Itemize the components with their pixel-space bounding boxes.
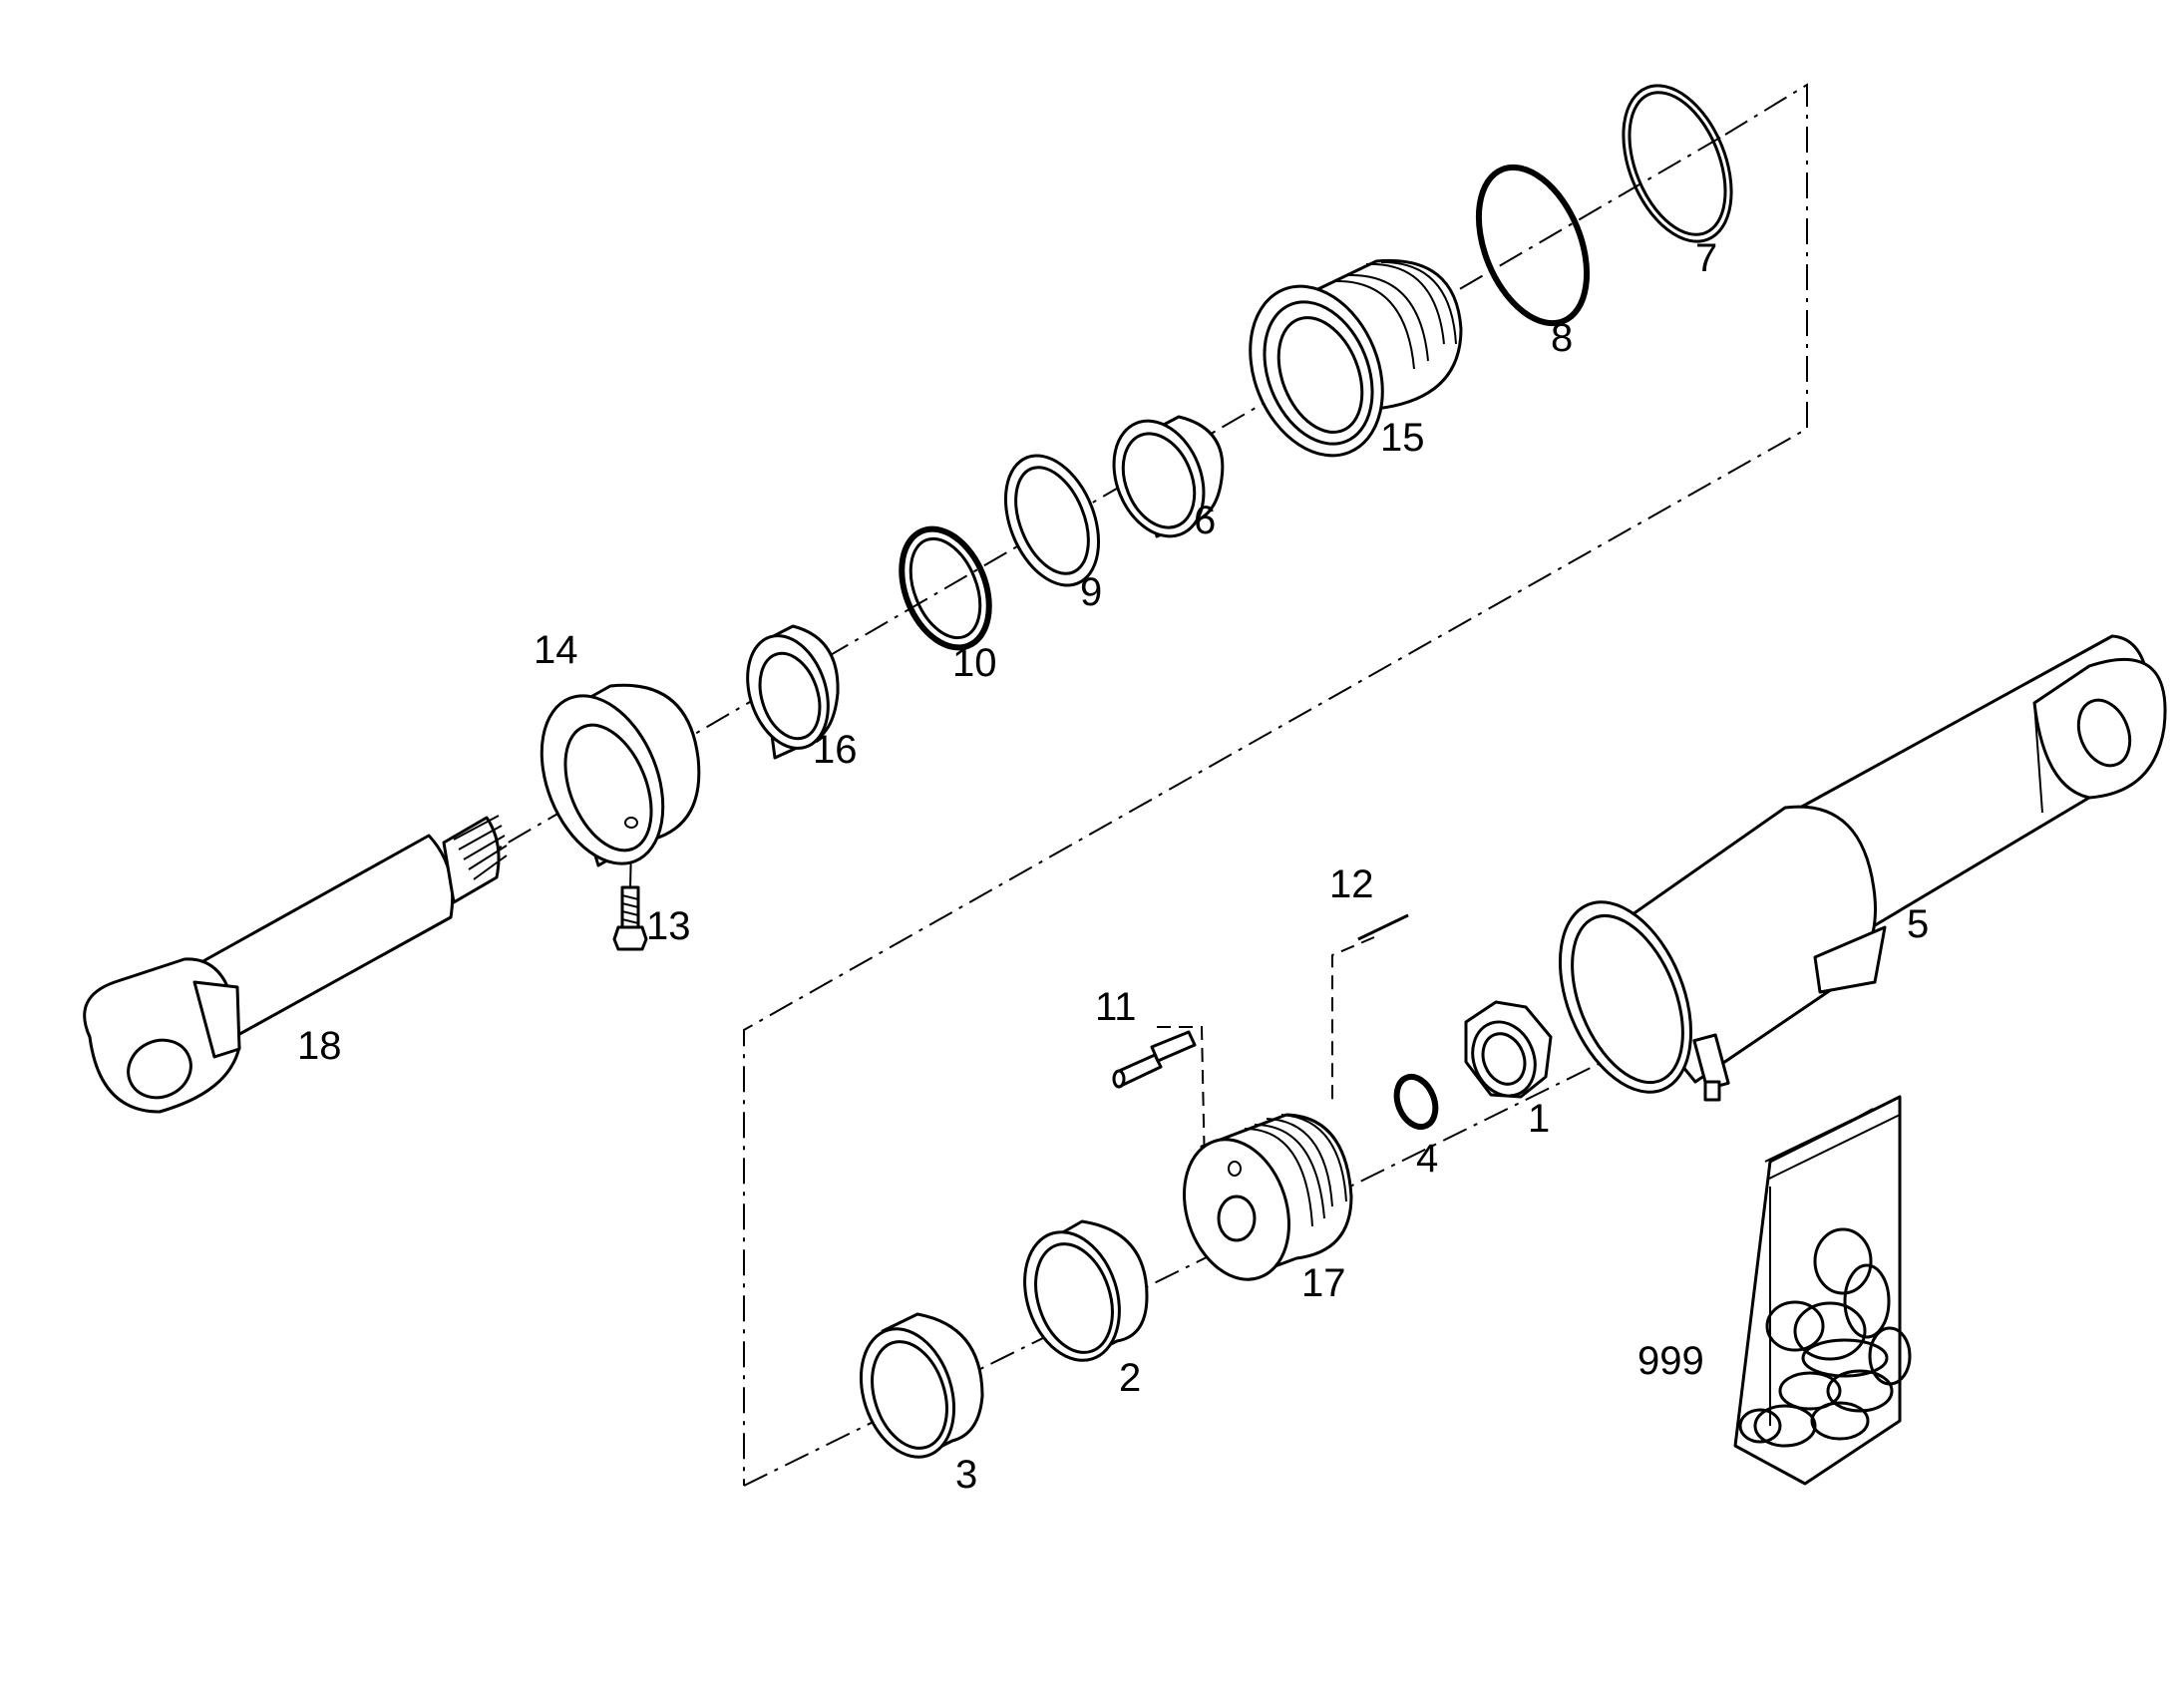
- part-7-backup-ring: [1622, 84, 1733, 243]
- callout-999: 999: [1637, 1339, 1704, 1383]
- callout-7: 7: [1695, 236, 1717, 280]
- part-5-cylinder-tube: [1558, 634, 2167, 1102]
- callout-11: 11: [1095, 985, 1137, 1029]
- callout-17: 17: [1301, 1261, 1346, 1305]
- part-11-stud: [1112, 1030, 1197, 1089]
- part-1-hex-nut: [1464, 1000, 1553, 1099]
- part-4-small-o-ring: [1393, 1073, 1439, 1131]
- callout-6: 6: [1194, 499, 1216, 542]
- callout-5: 5: [1907, 902, 1929, 946]
- part-12-pin: [1357, 913, 1409, 941]
- part-3-ring: [859, 1312, 984, 1459]
- part-8-o-ring: [1475, 164, 1591, 327]
- callout-3: 3: [955, 1453, 977, 1497]
- callout-9: 9: [1080, 570, 1102, 614]
- part-9-ring: [1003, 454, 1101, 587]
- part-999-seal-kit-bag: [1733, 1095, 1912, 1486]
- callout-13: 13: [646, 904, 691, 948]
- callout-16: 16: [813, 728, 858, 772]
- callout-1: 1: [1528, 1097, 1550, 1141]
- part-18-piston-rod: [83, 815, 508, 1114]
- callout-10: 10: [952, 641, 997, 685]
- part-13-screw: [612, 885, 648, 951]
- part-2-piston-ring: [1023, 1219, 1149, 1362]
- part-6-bushing: [1112, 415, 1225, 538]
- part-16-wiper: [746, 624, 840, 760]
- callout-18: 18: [297, 1024, 342, 1068]
- callout-15: 15: [1380, 416, 1425, 460]
- callout-labels: 1 2 3 4 5 6 7 8 9 10 11 12 13 14 15 16 1…: [297, 236, 1929, 1497]
- callout-4: 4: [1416, 1137, 1438, 1181]
- part-17-piston: [1182, 1113, 1353, 1281]
- part-15-guide-nut: [1249, 258, 1463, 458]
- callout-8: 8: [1551, 316, 1573, 360]
- part-14-gland-ring: [540, 683, 701, 867]
- callout-12: 12: [1329, 862, 1374, 906]
- callout-14: 14: [534, 628, 578, 672]
- part-10-seal-ring: [899, 525, 992, 651]
- callout-2: 2: [1119, 1356, 1141, 1400]
